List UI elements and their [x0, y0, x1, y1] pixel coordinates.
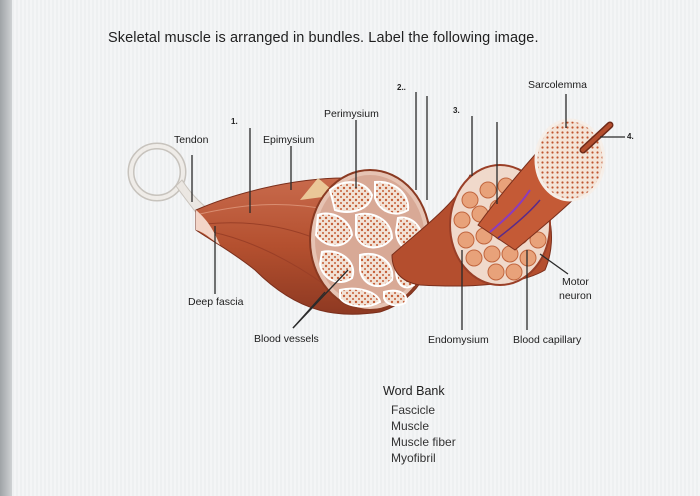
word-bank-item: Fascicle: [391, 403, 436, 417]
question-text: Skeletal muscle is arranged in bundles. …: [108, 30, 539, 46]
blank-4: 4.: [627, 132, 634, 141]
leader-lines: [191, 92, 625, 330]
label-motor: Motor: [562, 276, 589, 288]
label-sarcolemma: Sarcolemma: [528, 79, 587, 91]
word-bank: Word Bank Fascicle Muscle Muscle fiber M…: [383, 384, 456, 466]
label-endomysium: Endomysium: [428, 334, 489, 346]
screen-edge: [0, 0, 12, 496]
word-bank-item: Muscle fiber: [391, 435, 456, 449]
word-bank-title: Word Bank: [383, 384, 445, 398]
muscle-fiber-shape: [477, 118, 614, 251]
blank-1: 1.: [231, 117, 238, 126]
blank-2: 2..: [397, 83, 406, 92]
label-tendon: Tendon: [174, 134, 209, 146]
blank-3: 3.: [453, 106, 460, 115]
word-bank-item: Muscle: [391, 419, 430, 433]
label-epimysium: Epimysium: [263, 134, 315, 146]
label-blood-vessels: Blood vessels: [254, 333, 319, 345]
label-perimysium: Perimysium: [324, 108, 379, 120]
label-neuron: neuron: [559, 290, 592, 302]
label-blood-capillary: Blood capillary: [513, 334, 582, 346]
word-bank-item: Myofibril: [391, 451, 436, 465]
label-deep-fascia: Deep fascia: [188, 296, 244, 308]
